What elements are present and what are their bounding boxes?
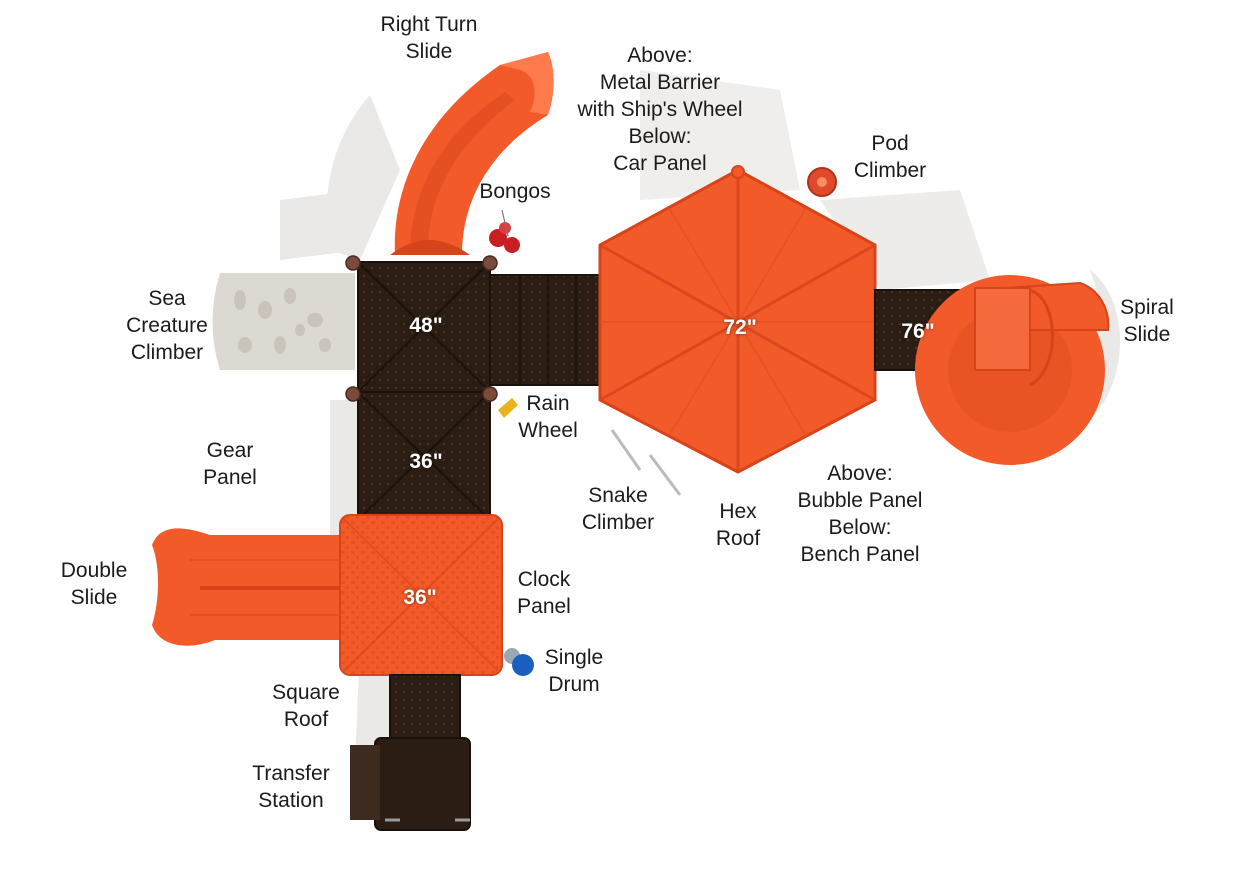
right-turn-slide — [390, 52, 554, 255]
callout-gear-panel: Gear Panel — [190, 437, 270, 491]
callout-line: Single — [544, 646, 604, 669]
callout-line: Roof — [283, 708, 329, 731]
deck-36-mid — [357, 391, 491, 521]
callout-bongos: Bongos — [470, 178, 560, 205]
callout-line: Below: — [828, 516, 892, 539]
callout-line: Roof — [715, 527, 761, 550]
pod-climber — [807, 167, 837, 197]
callout-line: Clock — [517, 568, 571, 591]
callout-line: Above: — [627, 44, 693, 67]
transfer-station — [350, 674, 471, 831]
callout-metal-barrier: Above: Metal Barrier with Ship's Wheel B… — [560, 42, 760, 177]
callout-rain-wheel: Rain Wheel — [510, 390, 586, 444]
deck-height-36-mid: 36" — [409, 450, 443, 473]
callout-line: Sea — [148, 287, 186, 310]
walkway-bridge — [489, 274, 611, 386]
hex-roof — [598, 165, 877, 474]
callout-line: Spiral — [1120, 296, 1174, 319]
callout-line: Snake — [588, 484, 648, 507]
callout-line: Climber — [581, 511, 655, 534]
callout-line: Slide — [70, 586, 118, 609]
callout-line: Bench Panel — [800, 543, 920, 566]
callout-line: with Ship's Wheel — [577, 98, 743, 121]
callout-line: Pod — [871, 132, 909, 155]
rain-wheel — [498, 398, 518, 418]
callout-bubble-panel: Above: Bubble Panel Below: Bench Panel — [780, 460, 940, 568]
callout-line: Climber — [130, 341, 204, 364]
bongos — [489, 222, 520, 253]
single-drum — [504, 648, 534, 676]
callout-line: Panel — [203, 466, 257, 489]
callout-pod-climber: Pod Climber — [842, 130, 938, 184]
callout-line: Panel — [517, 595, 571, 618]
callout-line: Wheel — [518, 419, 578, 442]
callout-line: Gear — [206, 439, 254, 462]
callout-line: Transfer — [252, 762, 330, 785]
callout-right-turn-slide: Right Turn Slide — [368, 11, 490, 65]
deck-height-36-roof: 36" — [403, 586, 437, 609]
callout-line: Slide — [405, 40, 453, 63]
callout-line: Bongos — [479, 180, 551, 203]
callout-line: Double — [60, 559, 128, 582]
callout-line: Bubble Panel — [797, 489, 923, 512]
callout-double-slide: Double Slide — [46, 557, 142, 611]
deck-height-76: 76" — [901, 320, 935, 343]
callout-line: Creature — [126, 314, 208, 337]
sea-creature-climber — [212, 273, 355, 370]
corner-posts — [345, 255, 498, 402]
spiral-slide — [915, 275, 1110, 465]
callout-line: Square — [272, 681, 340, 704]
callout-line: Car Panel — [613, 152, 707, 175]
callout-line: Climber — [853, 159, 927, 182]
snake-climber — [610, 429, 682, 496]
square-roof — [339, 514, 503, 676]
callout-line: Right Turn — [380, 13, 478, 36]
callout-line: Drum — [548, 673, 600, 696]
deck-height-48: 48" — [409, 314, 443, 337]
callout-line: Above: — [827, 462, 893, 485]
callout-hex-roof: Hex Roof — [700, 498, 776, 552]
callout-transfer-station: Transfer Station — [236, 760, 346, 814]
callout-line: Hex — [719, 500, 757, 523]
callout-line: Below: — [628, 125, 692, 148]
deck-height-72: 72" — [723, 316, 757, 339]
callout-line: Slide — [1123, 323, 1171, 346]
callout-line: Rain — [526, 392, 570, 415]
callout-line: Station — [258, 789, 324, 812]
ground-shadow — [280, 70, 1120, 760]
callout-clock-panel: Clock Panel — [506, 566, 582, 620]
callout-spiral-slide: Spiral Slide — [1110, 294, 1184, 348]
callout-snake-climber: Snake Climber — [570, 482, 666, 536]
double-slide — [152, 528, 345, 646]
leader-lines — [501, 209, 509, 237]
callout-sea-creature-climber: Sea Creature Climber — [108, 285, 226, 366]
callout-single-drum: Single Drum — [534, 644, 614, 698]
callout-square-roof: Square Roof — [256, 679, 356, 733]
callout-line: Metal Barrier — [599, 71, 721, 94]
